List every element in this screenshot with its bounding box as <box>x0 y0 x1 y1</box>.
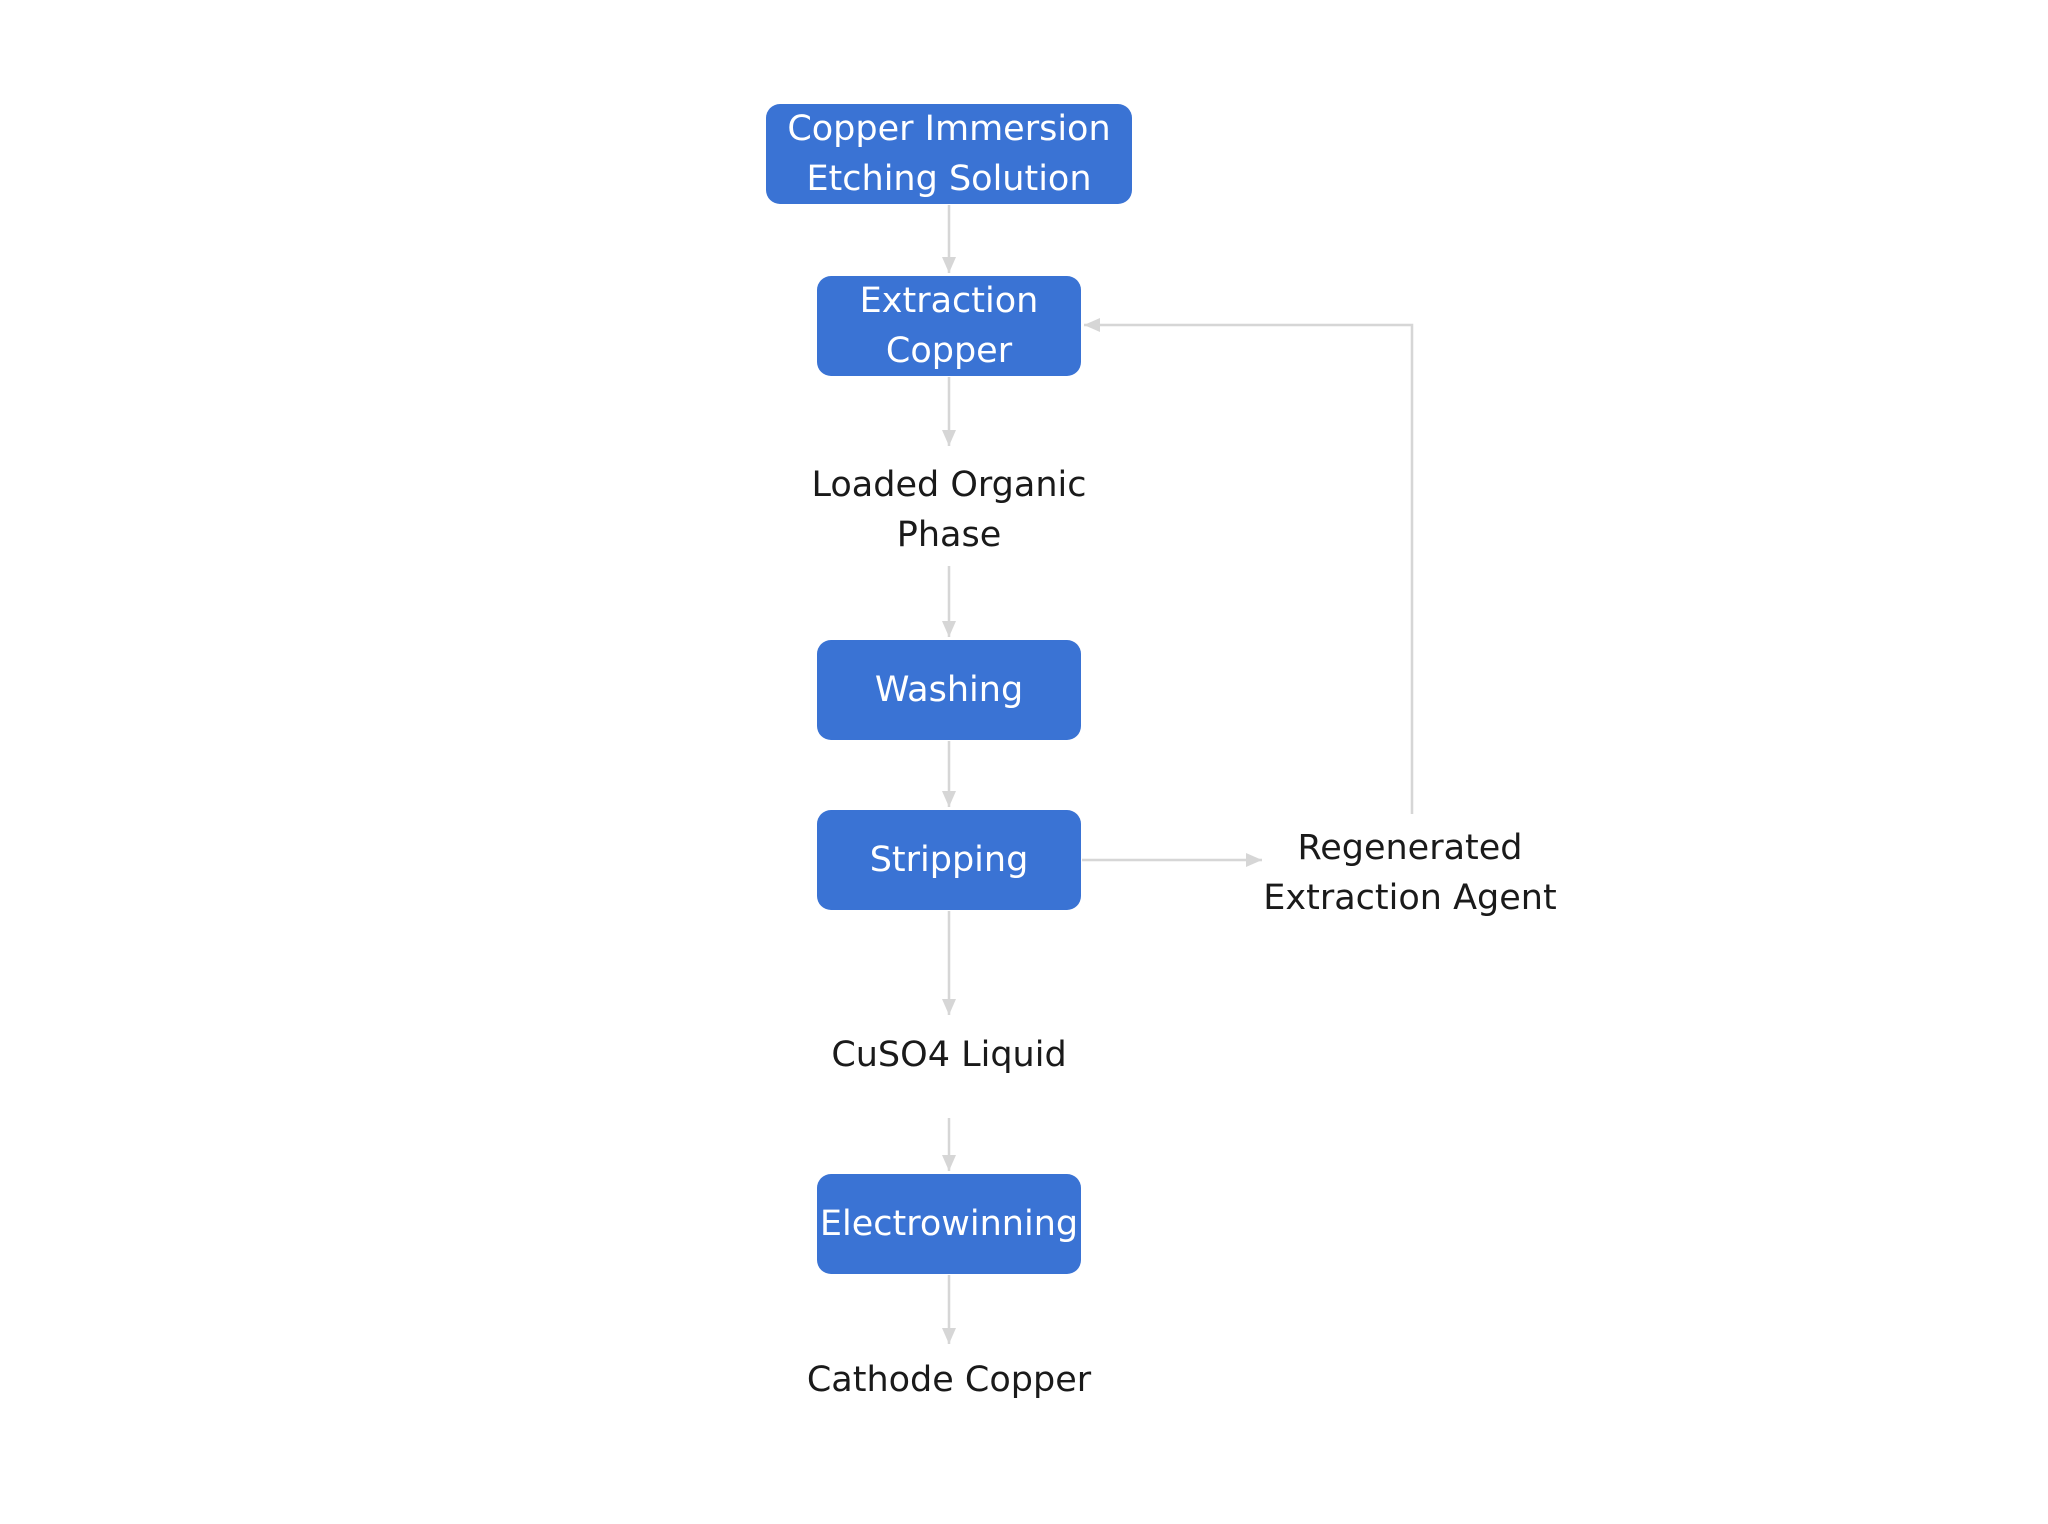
node-electrowinning: Electrowinning <box>817 1174 1081 1274</box>
node-copper-immersion-etching-solution: Copper Immersion Etching Solution <box>766 104 1132 204</box>
arrow-etching-to-extraction-arrowhead <box>942 257 956 273</box>
arrow-cuso4-to-electrowinning <box>942 1118 956 1171</box>
arrow-stripping-to-cuso4-arrowhead <box>942 999 956 1015</box>
arrow-extraction-to-loaded-organic <box>942 377 956 446</box>
arrow-electrowinning-to-cathode-arrowhead <box>942 1328 956 1344</box>
node-extraction-copper: Extraction Copper <box>817 276 1081 376</box>
node-regenerated-extraction-agent: Regenerated Extraction Agent <box>1263 828 1557 918</box>
arrow-washing-to-stripping <box>942 741 956 807</box>
node-washing: Washing <box>817 640 1081 740</box>
arrow-electrowinning-to-cathode <box>942 1275 956 1344</box>
arrow-washing-to-stripping-arrowhead <box>942 791 956 807</box>
arrow-regenerated-to-extraction-line <box>1084 323 1414 814</box>
arrow-extraction-to-loaded-organic-arrowhead <box>942 430 956 446</box>
node-stripping: Stripping <box>817 810 1081 910</box>
arrow-etching-to-extraction <box>942 205 956 273</box>
arrow-regenerated-to-extraction-arrowhead <box>1084 318 1100 332</box>
arrow-regenerated-to-extraction <box>1084 318 1414 814</box>
arrow-stripping-to-cuso4 <box>942 911 956 1015</box>
node-loaded-organic-phase: Loaded Organic Phase <box>811 465 1087 555</box>
arrow-loaded-organic-to-washing <box>942 566 956 637</box>
arrow-stripping-to-regenerated-arrowhead <box>1246 853 1262 867</box>
arrow-cuso4-to-electrowinning-arrowhead <box>942 1155 956 1171</box>
arrow-loaded-organic-to-washing-arrowhead <box>942 621 956 637</box>
node-cathode-copper: Cathode Copper <box>806 1360 1092 1400</box>
arrow-stripping-to-regenerated <box>1082 853 1262 867</box>
node-cuso4-liquid: CuSO4 Liquid <box>831 1035 1067 1075</box>
